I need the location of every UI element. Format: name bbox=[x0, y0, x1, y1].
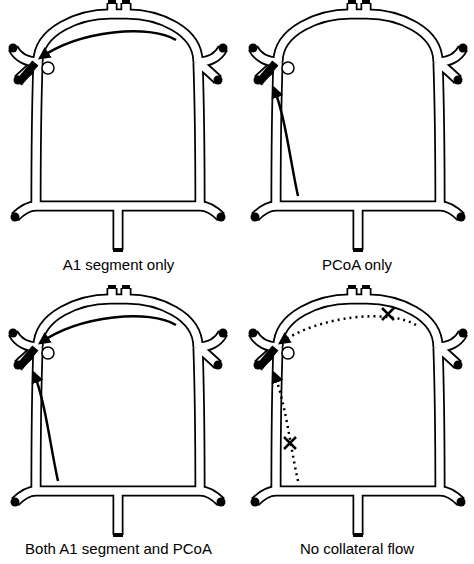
panel-caption: PCoA only bbox=[240, 256, 474, 274]
flow-arrow bbox=[40, 316, 176, 343]
blocked-flow bbox=[280, 316, 416, 343]
block-mark bbox=[284, 437, 296, 449]
vessel-schematic bbox=[9, 285, 228, 537]
blocked-flow bbox=[274, 373, 298, 481]
panel-caption: Both A1 segment and PCoA bbox=[0, 540, 237, 558]
vessel-schematic bbox=[9, 0, 228, 252]
block-mark bbox=[382, 308, 394, 320]
panel-both bbox=[9, 285, 228, 537]
panel-a1 bbox=[9, 0, 228, 252]
flow-arrow bbox=[40, 31, 176, 58]
panel-caption: No collateral flow bbox=[240, 540, 474, 558]
vessel-schematic bbox=[249, 0, 468, 252]
panel-none bbox=[249, 285, 468, 537]
flow-arrow bbox=[34, 373, 58, 481]
vessel-schematic bbox=[249, 285, 468, 537]
panel-caption: A1 segment only bbox=[0, 256, 237, 274]
flow-arrow bbox=[274, 88, 298, 196]
panel-pcoa bbox=[249, 0, 468, 252]
